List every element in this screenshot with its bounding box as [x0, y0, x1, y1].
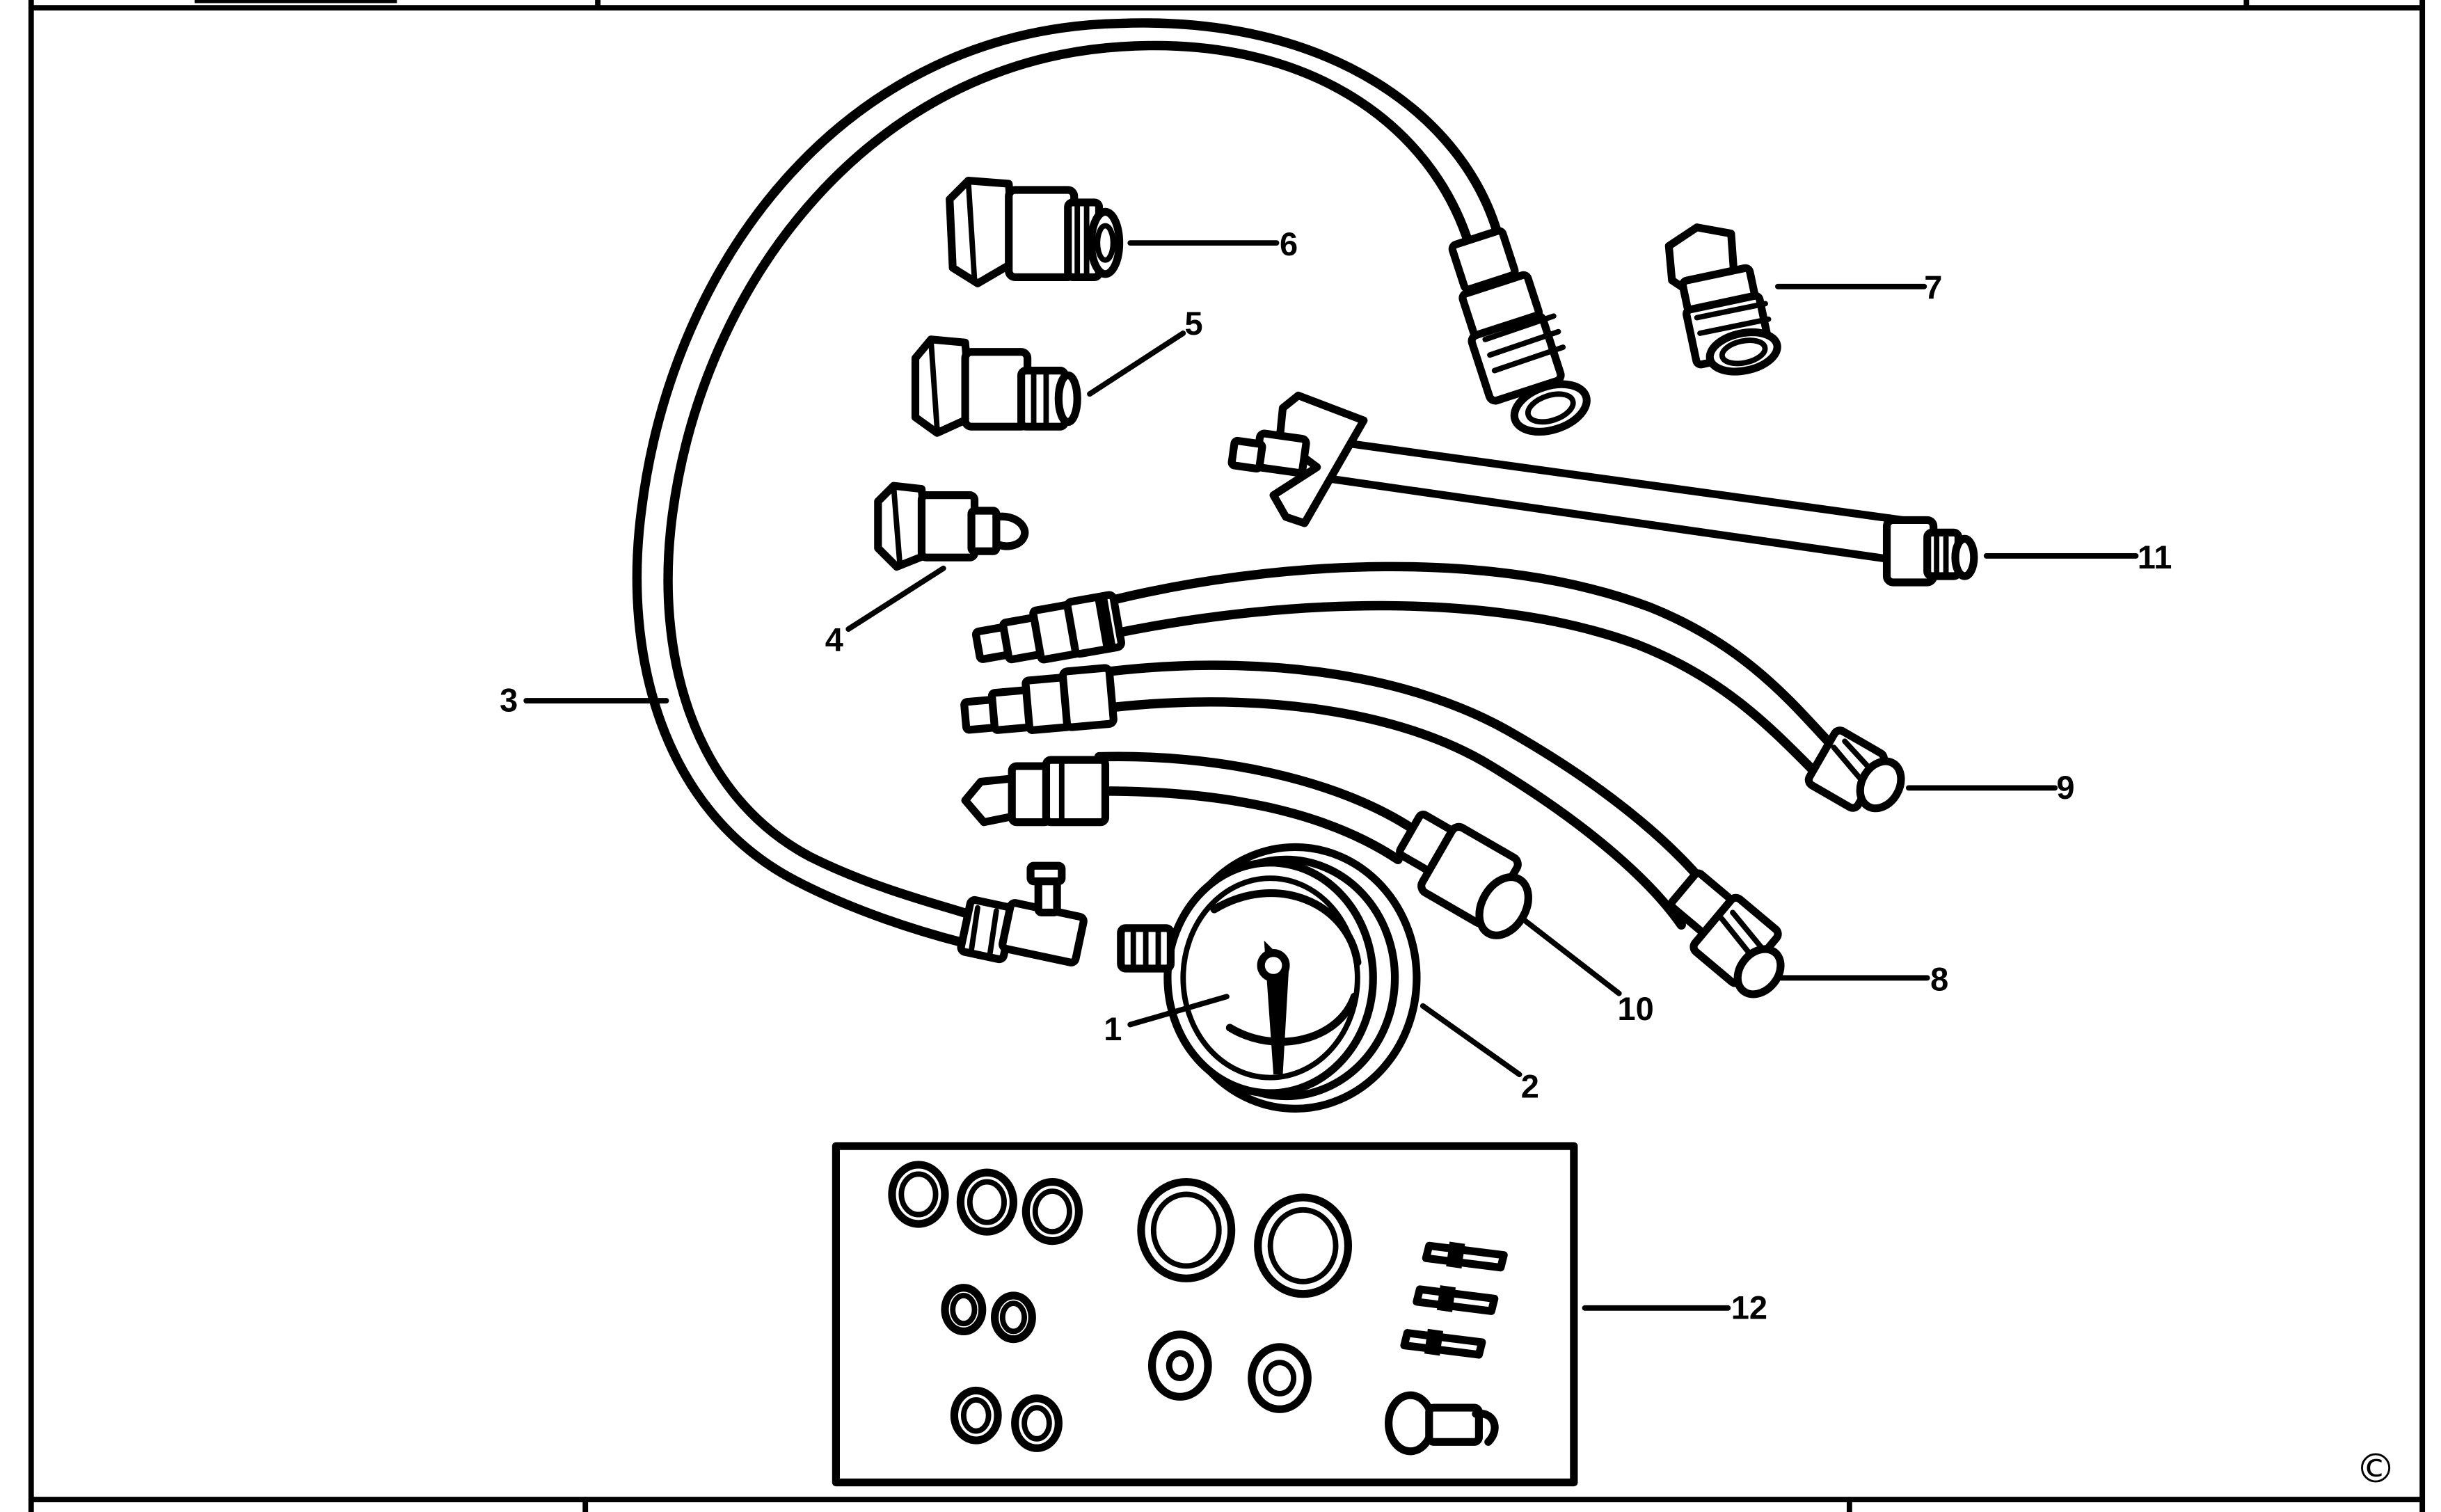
callout-8: 8 — [1930, 960, 1948, 997]
leader-lines — [523, 240, 2139, 1311]
part-5-medium-adaptor — [911, 335, 1081, 437]
callout-3: 3 — [500, 682, 518, 719]
callout-12: 12 — [1731, 1289, 1767, 1326]
callout-10: 10 — [1617, 990, 1653, 1027]
part-12-seal-kit — [832, 1142, 1578, 1487]
brand-logo-fragment — [194, 0, 397, 3]
part-6-large-adaptor — [946, 177, 1124, 287]
part-11-extension-bar — [1227, 391, 1978, 587]
callout-6: 6 — [1280, 225, 1298, 262]
part-1-gauge-dial — [1117, 859, 1377, 1097]
callout-5: 5 — [1185, 305, 1203, 342]
callout-4: 4 — [825, 621, 843, 658]
part-10-hose — [961, 751, 1532, 939]
part-4-small-adaptor — [874, 482, 1029, 571]
callout-labels: 1 2 3 4 5 6 7 8 9 10 11 12 — [500, 225, 2172, 1326]
copyright-icon: © — [2355, 1445, 2396, 1492]
callout-11: 11 — [2138, 539, 2172, 575]
sheet-frame — [28, 0, 2426, 1512]
callout-2: 2 — [1521, 1068, 1539, 1105]
part-7-quick-coupler — [1664, 223, 1781, 376]
callout-1: 1 — [1104, 1010, 1122, 1047]
callout-7: 7 — [1924, 269, 1942, 306]
callout-9: 9 — [2056, 769, 2074, 806]
part-3-long-hose — [632, 18, 1591, 966]
part-9-hose — [971, 562, 1905, 813]
part-8-hose — [960, 660, 1785, 998]
